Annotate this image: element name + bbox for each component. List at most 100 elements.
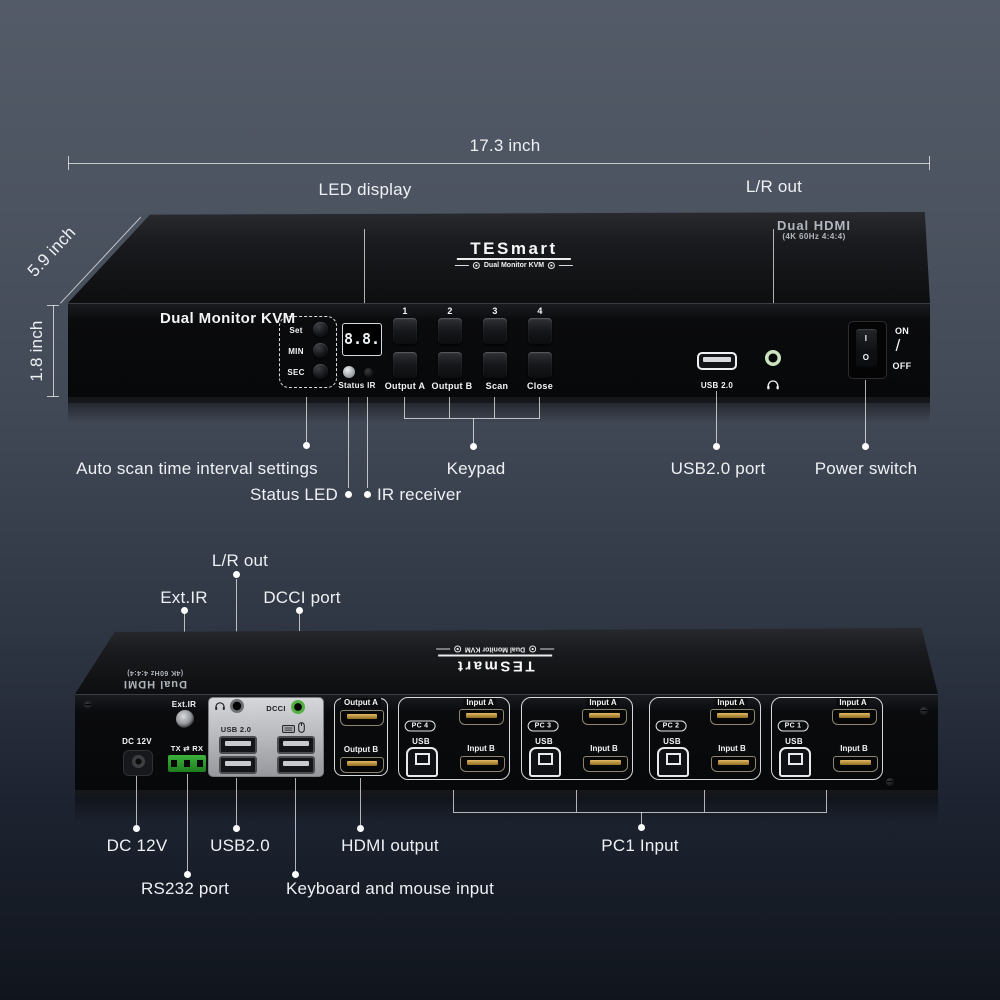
kb-mouse-port-2 xyxy=(277,756,315,774)
front-usb-port xyxy=(697,352,737,370)
timer-min-label: MIN xyxy=(288,347,304,356)
ext-ir-port-label: Ext.IR xyxy=(171,700,197,709)
pc4-usb-port xyxy=(406,747,438,777)
dc-power-jack xyxy=(123,750,153,776)
brand-bar-right-rear xyxy=(435,649,450,650)
depth-dimension-label: 5.9 inch xyxy=(23,222,80,281)
pc1-tag: PC 1 xyxy=(777,720,809,732)
speaker-mute-icon xyxy=(472,261,480,269)
pc2-input-b-label: Input B xyxy=(715,744,749,754)
screw-icon-right-top xyxy=(920,707,928,715)
ext-ir-dot xyxy=(181,607,188,614)
front-usb-label: USB 2.0 xyxy=(700,381,734,390)
min-button xyxy=(313,343,328,358)
height-dimension-label: 1.8 inch xyxy=(27,320,46,382)
close-button xyxy=(528,352,552,378)
kb-mouse-port-1 xyxy=(277,736,315,754)
power-on-label: ON xyxy=(894,326,910,336)
brand-name-rear: TESmart xyxy=(455,657,535,675)
ir-receiver xyxy=(364,368,373,377)
pc-input-dot xyxy=(638,824,645,831)
dc-port-label: DC 12V xyxy=(122,737,152,746)
output-a-label: Output A xyxy=(384,381,426,391)
pc4-input-a-label: Input A xyxy=(463,698,497,708)
auto-scan-callout-line xyxy=(306,397,307,442)
lr-out-rear-dot xyxy=(233,571,240,578)
width-dimension-line xyxy=(68,163,930,164)
key-3-button xyxy=(483,318,507,344)
rocker-on-mark: I xyxy=(864,334,868,343)
keypad-callout: Keypad xyxy=(446,459,506,478)
pc3-group-box xyxy=(521,697,633,780)
brand-tagline-rear: Dual Monitor KVM xyxy=(464,646,526,653)
pc2-tag: PC 2 xyxy=(655,720,687,732)
pc2-usb-port xyxy=(657,747,689,777)
headphone-icon xyxy=(767,380,779,390)
usb-hub-port-2 xyxy=(219,756,257,774)
pc4-input-b-label: Input B xyxy=(464,744,498,754)
pc-bracket-line-2 xyxy=(576,790,577,812)
width-dimension-tick-left xyxy=(68,156,69,170)
key-4-button xyxy=(528,318,552,344)
dcci-jack xyxy=(291,700,305,714)
usb-port-callout: USB2.0 port xyxy=(670,459,766,478)
power-switch-dot xyxy=(862,443,869,450)
dcci-dot xyxy=(296,607,303,614)
kb-mouse-callout: Keyboard and mouse input xyxy=(286,879,494,898)
timer-settings-box xyxy=(279,316,337,388)
led-display-callout: LED display xyxy=(318,180,412,199)
pc4-tag: PC 4 xyxy=(404,720,436,732)
output-a-button xyxy=(393,352,417,378)
keypad-stem-line xyxy=(473,418,474,443)
audio-jack-front xyxy=(765,350,781,366)
status-led-callout: Status LED xyxy=(250,485,338,504)
hdmi-output-callout-line xyxy=(360,778,361,825)
pc1-group-box xyxy=(771,697,883,780)
rear-base-edge xyxy=(75,790,938,797)
dc12v-callout-line xyxy=(136,776,137,825)
headphone-icon-rear xyxy=(215,702,225,710)
pc1-input-a-hdmi xyxy=(832,709,877,725)
lr-out-front-callout-line xyxy=(773,229,774,351)
timer-sec-label: SEC xyxy=(287,368,305,377)
badge-subtitle: (4K 60Hz 4:4:4) xyxy=(782,232,846,241)
usb20-callout: USB2.0 xyxy=(210,836,270,855)
output-b-button xyxy=(438,352,462,378)
output-a-hdmi-port xyxy=(340,710,384,726)
pc4-input-b-hdmi xyxy=(460,756,505,772)
brand-bar-left-rear xyxy=(540,649,555,650)
key-1-label: 1 xyxy=(402,306,408,316)
status-ir-label: Status IR xyxy=(338,381,376,390)
pc4-usb-label: USB xyxy=(412,737,430,746)
timer-set-label: Set xyxy=(289,326,303,335)
output-b-port-label: Output B xyxy=(340,745,382,755)
height-dimension-line xyxy=(53,305,54,397)
speaker-mute-icon-rear xyxy=(529,646,537,653)
pc1-input-callout: PC1 Input xyxy=(601,836,679,855)
pc3-usb-port xyxy=(529,747,561,777)
pc3-usb-label: USB xyxy=(535,737,553,746)
rocker-off-mark: O xyxy=(862,353,870,362)
pc3-input-b-label: Input B xyxy=(587,744,621,754)
led-display: 8.8. xyxy=(342,323,382,356)
ext-ir-port xyxy=(176,710,194,728)
brand-underline-rear xyxy=(437,655,553,657)
keypad-bracket-line-4 xyxy=(539,397,540,418)
rs232-port-label: TX ⇄ RX xyxy=(170,744,204,753)
dcci-label: DCCI xyxy=(266,704,286,713)
usb20-callout-line xyxy=(236,778,237,825)
front-panel-name: Dual Monitor KVM xyxy=(160,310,296,327)
hdmi-output-dot xyxy=(357,825,364,832)
keypad-bracket-line-2 xyxy=(449,397,450,418)
pc3-input-a-label: Input A xyxy=(586,698,620,708)
mouse-icon xyxy=(298,722,305,733)
ir-receiver-callout: IR receiver xyxy=(377,485,462,504)
ir-receiver-callout-line xyxy=(367,397,368,488)
keypad-bracket-line-3 xyxy=(494,397,495,418)
sec-button xyxy=(313,364,328,379)
badge-subtitle-rear: (4K 60Hz 4:4:4) xyxy=(126,669,184,676)
screw-icon-left xyxy=(84,701,92,709)
brand-bar-left xyxy=(454,264,469,266)
output-a-port-label: Output A xyxy=(341,698,381,708)
hdmi-output-callout: HDMI output xyxy=(341,836,439,855)
